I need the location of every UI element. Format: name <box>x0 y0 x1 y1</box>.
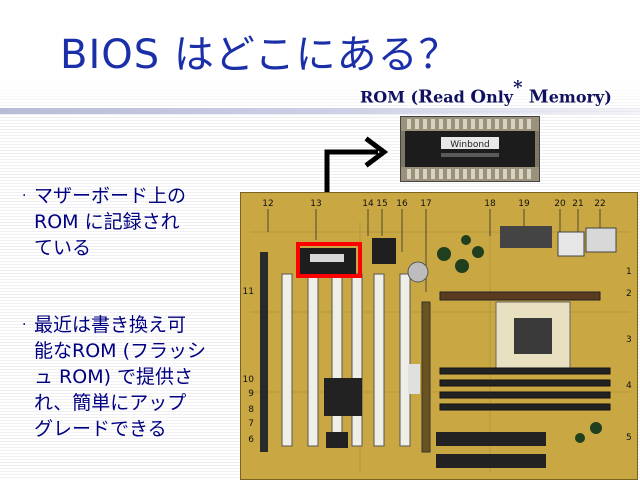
rom-caption-r: R <box>418 86 434 108</box>
slide-title: BIOS はどこにある？ <box>60 32 460 78</box>
motherboard-photo: 12 13 14 15 16 17 18 19 20 21 22 11 10 9… <box>240 192 638 480</box>
bullet-2-line-3: ュ ROM) で提供さ <box>34 366 194 388</box>
board-label-6: 6 <box>248 435 254 445</box>
bullet-2-line-2: 能なROM (フラッシ <box>34 340 207 362</box>
board-label-1: 1 <box>626 267 632 277</box>
bullet-mark-2: · <box>22 317 27 333</box>
bullet-text-1: マザーボード上の ROM に記録され ている <box>22 183 186 261</box>
bullet-1-line-2: ROM に記録され <box>34 211 180 233</box>
rom-highlight-box <box>296 242 362 278</box>
board-label-22: 22 <box>594 199 605 209</box>
board-label-19: 19 <box>518 199 530 209</box>
board-label-15: 15 <box>376 199 387 209</box>
board-label-7: 7 <box>248 419 254 429</box>
board-label-14: 14 <box>362 199 374 209</box>
rom-caption-ead: ead <box>433 87 471 107</box>
bullet-2-line-1: 最近は書き換え可 <box>34 314 187 336</box>
bullet-1-line-3: ている <box>34 237 92 259</box>
board-label-18: 18 <box>484 199 496 209</box>
rom-chip-photo: Winbond <box>400 116 540 182</box>
rom-caption-o: O <box>470 86 487 108</box>
board-label-5: 5 <box>626 433 632 443</box>
board-label-21: 21 <box>572 199 583 209</box>
title-rule <box>0 108 640 114</box>
board-label-12: 12 <box>262 199 273 209</box>
board-label-11: 11 <box>243 287 254 297</box>
title-band <box>0 0 640 112</box>
bullet-2-line-5: グレードできる <box>34 418 167 440</box>
rom-caption-m: M <box>522 86 549 108</box>
rom-photo-label: Winbond <box>450 140 490 150</box>
rom-caption-emory: emory) <box>548 87 612 107</box>
board-label-8: 8 <box>248 405 254 415</box>
bullet-mark-1: · <box>22 188 27 204</box>
bullet-text-2: 最近は書き換え可 能なROM (フラッシ ュ ROM) で提供さ れ、簡単にアッ… <box>22 312 206 442</box>
rom-caption: ROM (Read Only* Memory) <box>360 77 612 108</box>
board-label-2: 2 <box>626 289 632 299</box>
board-label-4: 4 <box>626 381 632 391</box>
board-label-16: 16 <box>396 199 408 209</box>
board-label-13: 13 <box>310 199 321 209</box>
board-label-20: 20 <box>554 199 566 209</box>
rom-caption-asterisk: * <box>513 77 523 98</box>
bullet-1-line-1: マザーボード上の <box>34 185 187 207</box>
board-label-10: 10 <box>243 375 255 385</box>
bullet-item-2: · 最近は書き換え可 能なROM (フラッシ ュ ROM) で提供さ れ、簡単に… <box>22 312 206 442</box>
bullet-2-line-4: れ、簡単にアップ <box>34 392 187 414</box>
board-label-9: 9 <box>248 389 254 399</box>
board-label-3: 3 <box>626 335 632 345</box>
bullet-item-1: · マザーボード上の ROM に記録され ている <box>22 183 186 261</box>
rom-caption-nly: nly <box>486 87 514 107</box>
rom-caption-prefix: ROM ( <box>360 87 419 107</box>
board-label-17: 17 <box>420 199 431 209</box>
